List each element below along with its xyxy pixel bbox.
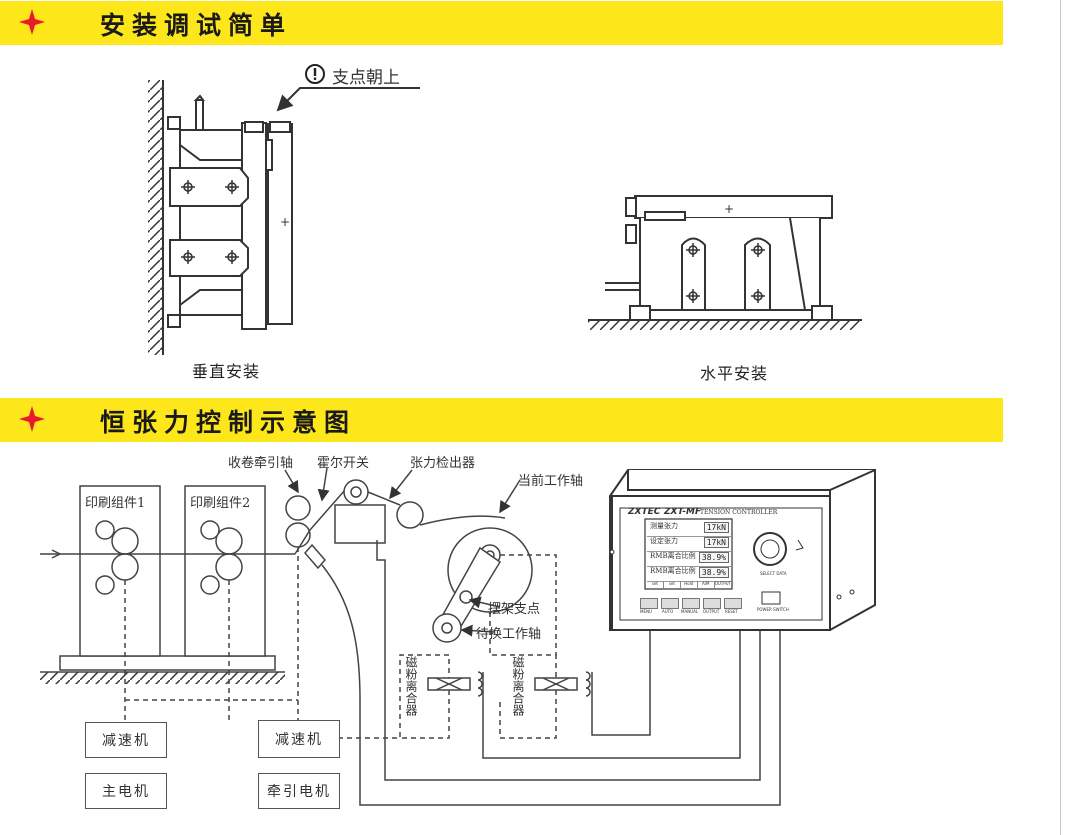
label-swing-pivot: 摆架支点 — [488, 602, 541, 617]
label-tension-detector: 张力检出器 — [410, 456, 476, 471]
power-switch[interactable] — [762, 592, 780, 604]
install-note: 支点朝上 — [332, 68, 400, 88]
label-print-unit-1: 印刷组件1 — [85, 496, 146, 511]
svg-text:+: + — [724, 202, 734, 216]
section-banner-install: 安装调试简单 — [0, 1, 1003, 45]
lcd-tab[interactable]: OUTPUT — [714, 581, 731, 586]
auto-button-label: AUTO — [662, 609, 674, 614]
horizontal-install-caption: 水平安装 — [700, 364, 769, 383]
star-icon — [19, 9, 45, 35]
lcd-row-label: 设定张力 — [650, 537, 678, 545]
lcd-tab-bar: set set Hold A/M OUTPUT — [647, 581, 731, 588]
svg-text:+: + — [280, 215, 290, 229]
reset-button-label: RESET — [725, 609, 738, 614]
menu-button[interactable] — [640, 598, 658, 609]
lcd-tab[interactable]: A/M — [698, 581, 715, 588]
section-title-tension: 恒张力控制示意图 — [100, 408, 357, 437]
lcd-row-value: 17kN — [703, 537, 729, 548]
reducer-box-2: 减速机 — [258, 720, 340, 758]
knob-label: SELECT DATA — [760, 571, 787, 576]
label-hall-switch: 霍尔开关 — [317, 456, 370, 471]
output-button-label: OUTPUT — [703, 609, 720, 614]
page-border — [1060, 0, 1061, 835]
lcd-tab[interactable]: set — [664, 581, 681, 588]
lcd-row: 设定张力 17kN — [647, 536, 731, 552]
label-clutch-2: 磁粉离合器 — [511, 656, 525, 716]
auto-button[interactable] — [661, 598, 679, 609]
traction-motor-box: 牵引电机 — [258, 773, 340, 809]
lcd-tab[interactable]: set — [647, 581, 664, 588]
lcd-row-label: 测量张力 — [650, 522, 678, 530]
star-icon — [19, 406, 45, 432]
lcd-row-value: 38.9% — [698, 567, 729, 578]
controller-brand: ZXTEC — [628, 507, 661, 517]
reset-button[interactable] — [724, 598, 742, 609]
exclamation-icon — [305, 64, 325, 84]
controller-name: TENSION CONTROLLER — [700, 509, 778, 516]
lcd-row: RMB离合比例 38.9% — [647, 551, 731, 567]
manual-button-label: MANUAL — [681, 609, 699, 614]
output-button[interactable] — [703, 598, 721, 609]
power-switch-label: POWER SWITCH — [757, 607, 789, 612]
lcd-row-label: RMB离合比例 — [650, 567, 696, 575]
manual-button[interactable] — [682, 598, 700, 609]
label-standby-shaft: 待换工作轴 — [476, 627, 542, 642]
vertical-install-caption: 垂直安装 — [192, 362, 261, 381]
lcd-row-value: 38.9% — [698, 552, 729, 563]
label-winding-shaft: 收卷牵引轴 — [228, 456, 294, 471]
reducer-box-1: 减速机 — [85, 722, 167, 758]
main-motor-box: 主电机 — [85, 773, 167, 809]
label-print-unit-2: 印刷组件2 — [190, 496, 251, 511]
select-data-knob[interactable] — [754, 533, 786, 565]
controller-model: ZXT-MF — [664, 507, 702, 517]
section-banner-tension: 恒张力控制示意图 — [0, 398, 1003, 442]
vertical-install-drawing: + — [148, 80, 420, 355]
lcd-row: 测量张力 17kN — [647, 521, 731, 537]
lcd-row: RMB离合比例 38.9% — [647, 566, 731, 582]
menu-button-label: MENU — [640, 609, 652, 614]
horizontal-install-drawing: + — [588, 195, 862, 330]
lcd-tab[interactable]: Hold — [681, 581, 698, 588]
lcd-row-label: RMB离合比例 — [650, 552, 696, 560]
lcd-row-value: 17kN — [703, 522, 729, 533]
label-clutch-1: 磁粉离合器 — [404, 656, 418, 716]
lcd-screen: 测量张力 17kN 设定张力 17kN RMB离合比例 38.9% RMB离合比… — [647, 521, 731, 588]
section-title-install: 安装调试简单 — [100, 11, 293, 40]
label-current-shaft: 当前工作轴 — [518, 474, 584, 489]
